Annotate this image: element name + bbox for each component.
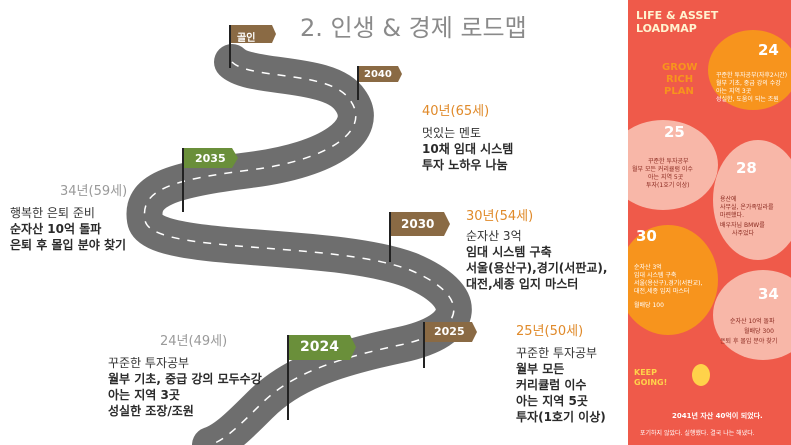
poster-heading: LIFE & ASSET — [636, 9, 719, 22]
roadmap-poster: LIFE & ASSET LOADMAP GROW RICH PLAN 24 꾸… — [628, 0, 791, 445]
poster-text: 성실한, 도움이 되는 조원 — [716, 96, 779, 103]
poster-keep: GOING! — [634, 378, 668, 387]
milestone-59: 34년(59세) 행복한 은퇴 준비 순자산 10억 돌파 은퇴 후 몰입 분야… — [10, 180, 127, 253]
poster-text: 꾸준한 투자공부(자후2시간) — [716, 72, 788, 79]
milestone-line: 대전,세종 입지 마스터 — [466, 277, 579, 291]
poster-text: 투자(1호기 이상) — [646, 182, 690, 189]
poster-number: 24 — [758, 41, 779, 59]
flag-2030-label: 2030 — [401, 217, 435, 231]
poster-text: 월부 모든 커리큘럼 이수 — [632, 166, 693, 173]
milestone-line: 커리큘럼 이수 — [516, 378, 587, 392]
flag-2025-label: 2025 — [434, 325, 465, 338]
poster-text: 월배당 300 — [744, 328, 774, 335]
poster-text: 서울(용산구),경기(서판교), — [634, 280, 703, 287]
poster-number: 34 — [758, 285, 779, 303]
milestone-65: 40년(65세) 멋있는 멘토 10채 임대 시스템 투자 노하우 나눔 — [422, 100, 513, 173]
poster-blob — [628, 120, 718, 210]
poster-grow: GROW — [662, 62, 698, 73]
poster-text: 아는 지역 5곳 — [648, 174, 684, 181]
poster-text: 배우자님 BMW를 — [720, 222, 765, 229]
poster-blob — [713, 270, 791, 360]
poster-number: 30 — [636, 227, 657, 245]
milestone-line: 행복한 은퇴 준비 — [10, 206, 95, 220]
poster-text: 사주었다 — [732, 230, 755, 237]
milestone-age: 24년(49세) — [160, 334, 228, 349]
poster-text: 은퇴 후 몰입 분야 찾기 — [720, 338, 778, 345]
milestone-line: 아는 지역 5곳 — [516, 394, 588, 408]
poster-blob — [628, 225, 718, 335]
poster-footer: 포기하지 않았다. 실행했다. 결국 나는 해냈다. — [640, 430, 755, 437]
poster-text: 임대 시스템 구축 — [634, 272, 677, 279]
flag-2024-label: 2024 — [300, 339, 339, 355]
milestone-line: 임대 시스템 구축 — [466, 245, 552, 259]
poster-number: 25 — [664, 123, 685, 141]
road — [126, 25, 477, 445]
milestone-line: 은퇴 후 몰입 분야 찾기 — [10, 238, 127, 252]
milestone-line: 순자산 10억 돌파 — [10, 222, 102, 236]
flag-2035-label: 2035 — [195, 152, 226, 165]
poster-text: 대전,세종 입지 마스터 — [634, 288, 690, 295]
milestone-line: 투자(1호기 이상) — [516, 410, 606, 424]
page-title: 2. 인생 & 경제 로드맵 — [300, 14, 527, 42]
lightbulb-icon — [692, 364, 710, 386]
milestone-line: 순자산 3억 — [466, 229, 522, 243]
poster-text: 순자산 3억 — [634, 264, 662, 271]
milestone-line: 아는 지역 3곳 — [108, 388, 180, 402]
milestone-line: 투자 노하우 나눔 — [422, 158, 508, 172]
poster-text: 꾸준한 투자공부 — [648, 158, 689, 165]
poster-blob — [708, 30, 791, 110]
milestone-line: 10채 임대 시스템 — [422, 142, 514, 156]
poster-text: 월배당 100 — [634, 302, 664, 309]
poster-number: 28 — [736, 159, 757, 177]
poster-heading: LOADMAP — [636, 22, 697, 35]
milestone-49: 24년(49세) 꾸준한 투자공부 월부 기초, 중급 강의 모두수강 아는 지… — [108, 330, 262, 419]
poster-text: 사무실, 온가족빌라를 — [720, 204, 774, 211]
poster-keep: KEEP — [634, 368, 657, 377]
milestone-54: 30년(54세) — [466, 205, 533, 224]
milestone-line: 월부 기초, 중급 강의 모두수강 — [108, 372, 262, 386]
poster-text: 용산에 — [720, 196, 737, 203]
milestone-age: 25년(50세) — [516, 324, 584, 339]
milestone-50: 25년(50세) 꾸준한 투자공부 월부 모든 커리큘럼 이수 아는 지역 5곳… — [516, 320, 606, 425]
flag-2040-label: 2040 — [364, 69, 392, 80]
poster-blob — [713, 140, 791, 260]
milestone-age: 40년(65세) — [422, 104, 490, 119]
milestone-line: 월부 모든 — [516, 362, 565, 376]
poster-final: 2041년 자산 40억이 되었다. — [672, 412, 763, 420]
milestone-54-body: 순자산 3억 임대 시스템 구축 서울(용산구),경기(서판교), 대전,세종 … — [466, 228, 607, 292]
poster-text: 아는 지역 3곳 — [716, 88, 752, 95]
milestone-line: 멋있는 멘토 — [422, 126, 482, 140]
flag-goal-label: 골인 — [237, 33, 256, 44]
poster-grow: PLAN — [664, 86, 694, 97]
poster-text: 월부 기초, 중급 강의 수강 — [716, 80, 781, 87]
milestone-line: 꾸준한 투자공부 — [516, 346, 598, 360]
poster-text: 순자산 10억 돌파 — [730, 318, 775, 325]
poster-text: 마련했다. — [720, 212, 744, 219]
milestone-line: 꾸준한 투자공부 — [108, 356, 190, 370]
milestone-age: 30년(54세) — [466, 209, 534, 224]
milestone-line: 성실한 조장/조원 — [108, 404, 194, 418]
milestone-age: 34년(59세) — [60, 184, 128, 199]
poster-grow: RICH — [666, 74, 694, 85]
milestone-line: 서울(용산구),경기(서판교), — [466, 261, 608, 275]
